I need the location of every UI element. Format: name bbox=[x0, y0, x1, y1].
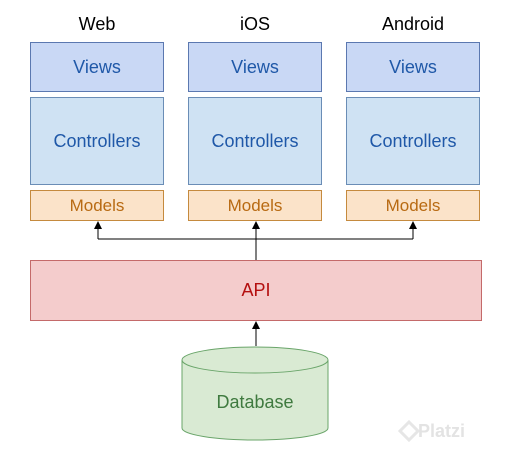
web-models-box: Models bbox=[30, 190, 164, 221]
web-views-box: Views bbox=[30, 42, 164, 92]
column-title-ios: iOS bbox=[239, 14, 270, 34]
platzi-logo-icon bbox=[397, 419, 421, 443]
android-views-box: Views bbox=[346, 42, 480, 92]
ios-controllers-box: Controllers bbox=[188, 97, 322, 185]
ios-models-box: Models bbox=[188, 190, 322, 221]
api-box: API bbox=[30, 260, 482, 321]
ios-views-box: Views bbox=[188, 42, 322, 92]
column-title-android: Android bbox=[381, 14, 445, 34]
web-controllers-box: Controllers bbox=[30, 97, 164, 185]
android-models-box: Models bbox=[346, 190, 480, 221]
watermark-text: Platzi bbox=[418, 421, 466, 441]
database-cylinder bbox=[181, 346, 329, 441]
android-controllers-box: Controllers bbox=[346, 97, 480, 185]
column-title-web: Web bbox=[78, 14, 116, 34]
database-label: Database bbox=[216, 392, 294, 412]
